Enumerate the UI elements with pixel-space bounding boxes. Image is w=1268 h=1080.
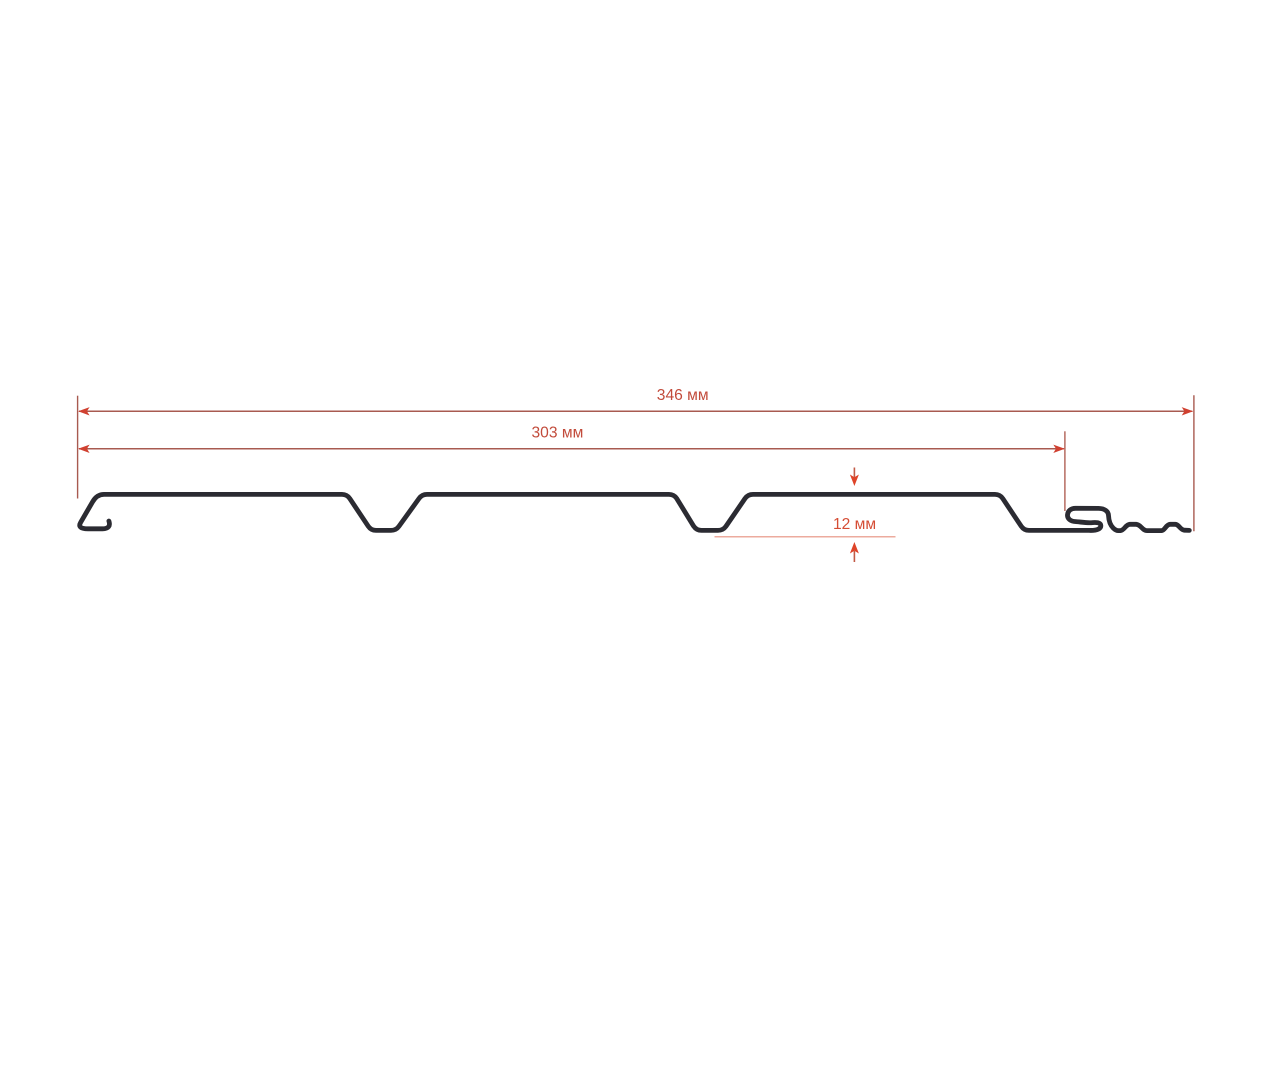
svg-text:346 мм: 346 мм (657, 387, 709, 404)
svg-text:12 мм: 12 мм (833, 516, 876, 533)
svg-text:303 мм: 303 мм (532, 424, 584, 441)
